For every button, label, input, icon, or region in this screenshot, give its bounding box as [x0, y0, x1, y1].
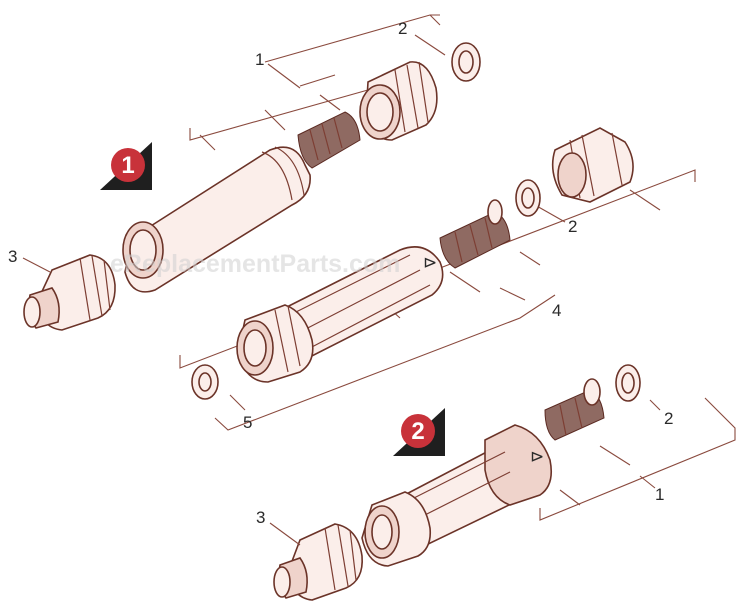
callout-label-2-mid: 2 [568, 217, 577, 236]
callout-label-1-top: 1 [255, 50, 264, 69]
badge-2-circle [401, 414, 435, 448]
callout-label-3-top: 3 [8, 247, 17, 266]
coupling-3a [22, 254, 116, 331]
badge-1-label: 1 [121, 152, 134, 179]
callout-label-1-bottom: 1 [655, 485, 664, 504]
svg-text:⊳: ⊳ [423, 253, 437, 272]
callout-label-2-top: 2 [398, 19, 407, 38]
callout-bracket-1b [539, 397, 736, 521]
svg-text:⊳: ⊳ [530, 447, 544, 466]
filter-mesh-1 [297, 111, 361, 169]
callout-bracket-5 [214, 294, 556, 431]
callout-label-3-bottom: 3 [256, 508, 265, 527]
callout-bracket-1 [189, 87, 376, 141]
callout-label-2-bottom: 2 [664, 409, 673, 428]
assembly-2: ⊳ [361, 364, 736, 567]
tube-body-1 [124, 146, 311, 293]
badge-1-circle [111, 148, 145, 182]
watermark: eReplacementParts.com [110, 250, 400, 278]
assembly-4: ⊳ [179, 127, 696, 431]
assembly-1 [122, 14, 481, 293]
badge-2-label: 2 [411, 418, 424, 445]
badge-2: 2 [393, 408, 445, 456]
callout-line-1-top [264, 14, 440, 63]
coupling-3b [269, 522, 363, 601]
badge-1: 1 [100, 142, 152, 190]
callout-label-4: 4 [552, 301, 561, 320]
callout-label-5: 5 [243, 413, 252, 432]
